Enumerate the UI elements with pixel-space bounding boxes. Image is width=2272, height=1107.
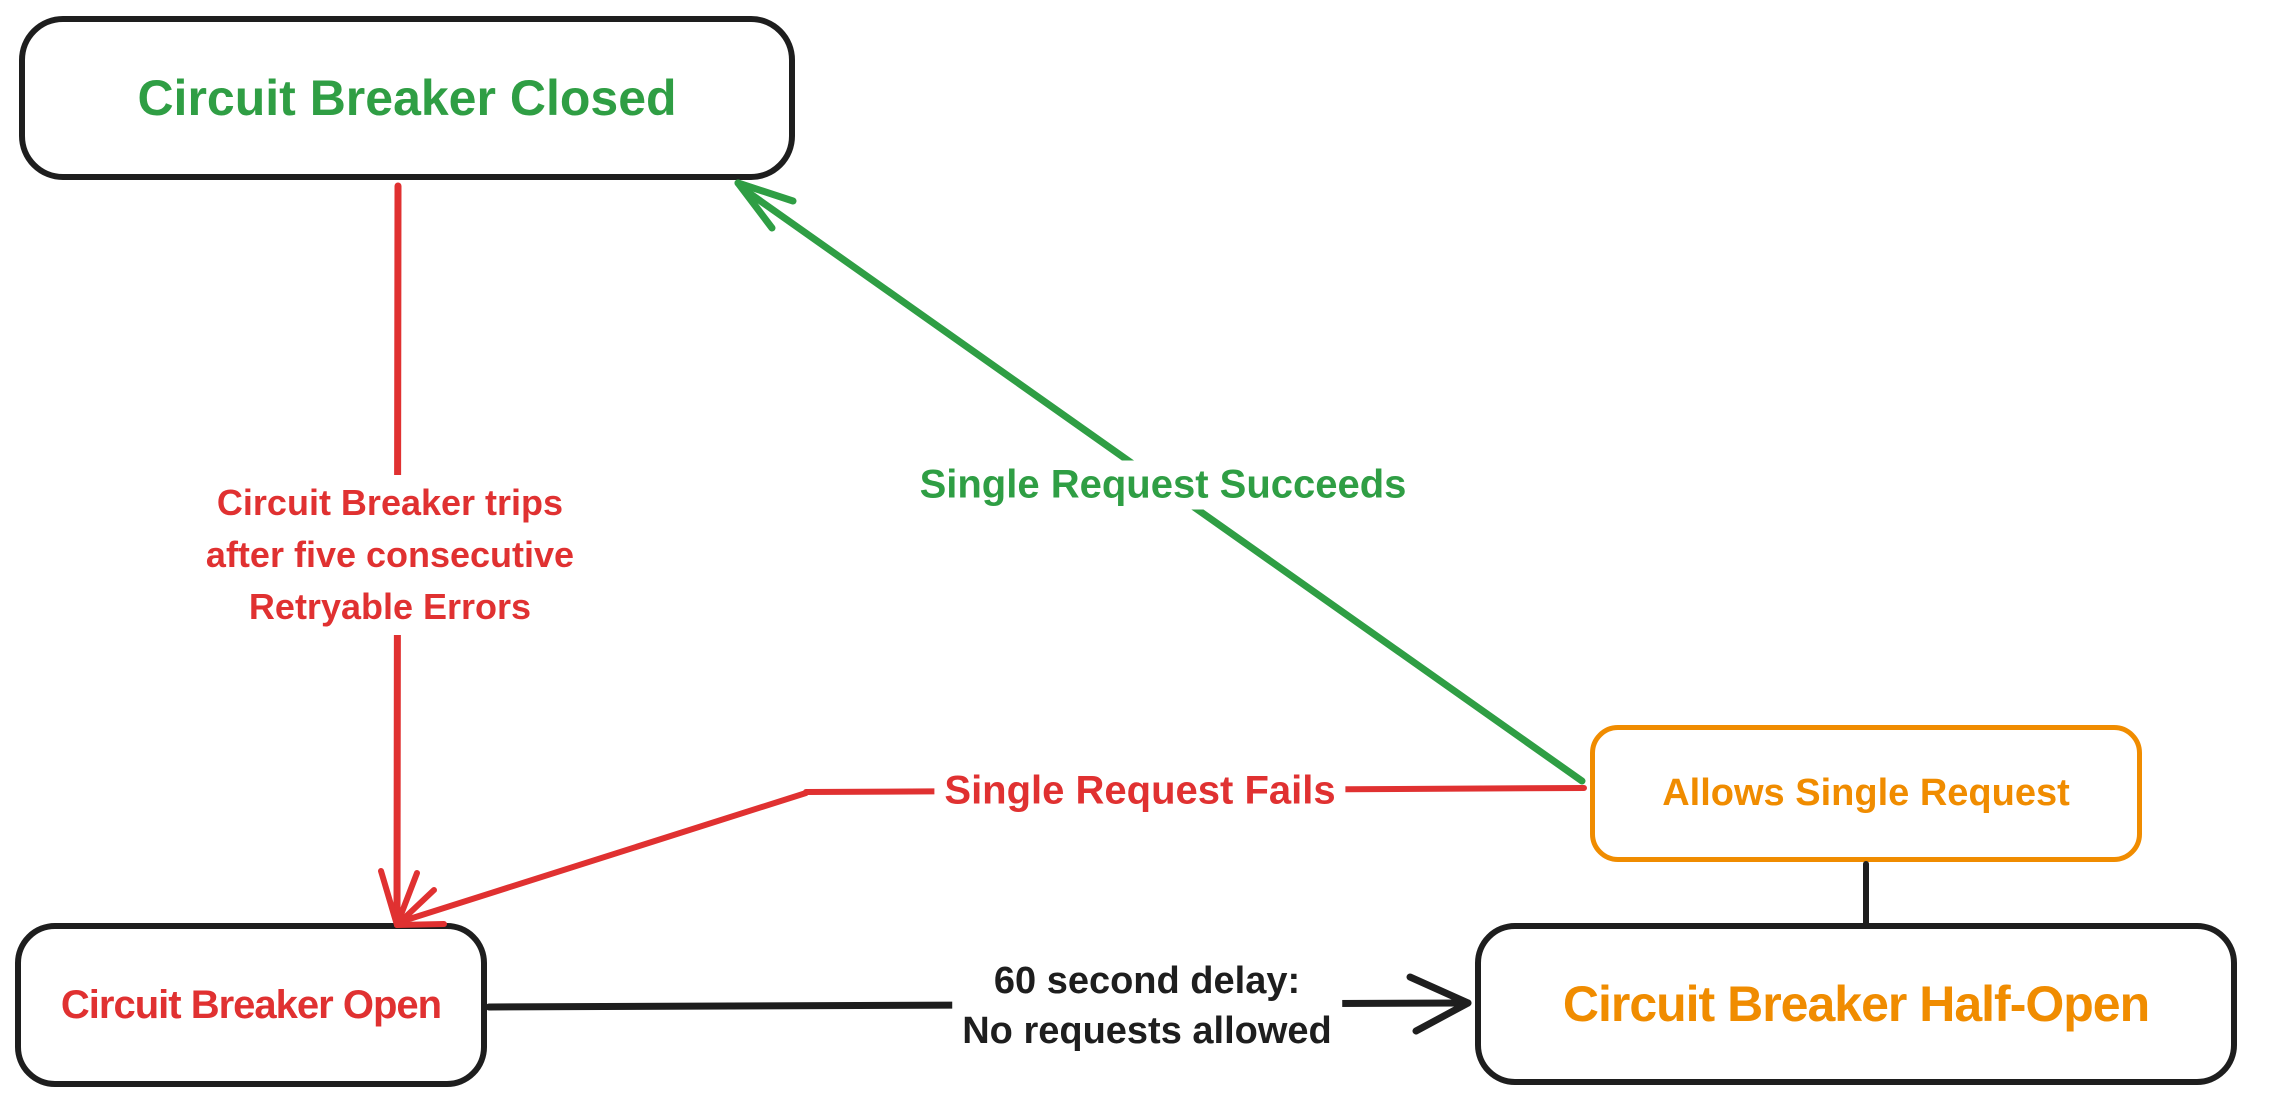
node-circuit-breaker-open: Circuit Breaker Open: [15, 923, 487, 1087]
node-label-closed: Circuit Breaker Closed: [137, 70, 677, 126]
node-allows-single-request: Allows Single Request: [1590, 725, 2142, 862]
edge-label-fails: Single Request Fails: [934, 766, 1346, 816]
node-label-allows-single-request: Allows Single Request: [1662, 772, 2070, 814]
succeeds-arrowhead: [734, 179, 797, 232]
edge-label-trips: Circuit Breaker trips after five consecu…: [195, 475, 585, 635]
delay-arrowhead: [1406, 973, 1472, 1035]
node-label-open: Circuit Breaker Open: [60, 982, 442, 1027]
edge-label-trips-line1: Circuit Breaker trips: [216, 482, 564, 523]
node-circuit-breaker-half-open: Circuit Breaker Half-Open: [1475, 923, 2237, 1085]
edge-label-delay-line1: 60 second delay:: [993, 960, 1301, 1002]
edge-label-trips-line2: after five consecutive: [205, 534, 575, 575]
edge-label-succeeds: Single Request Succeeds: [909, 460, 1417, 510]
edge-label-delay: 60 second delay: No requests allowed: [952, 954, 1342, 1058]
edge-label-trips-line3: Retryable Errors: [248, 586, 532, 627]
node-label-half-open: Circuit Breaker Half-Open: [1562, 976, 2150, 1032]
trips-arrowhead: [378, 868, 447, 928]
node-circuit-breaker-closed: Circuit Breaker Closed: [19, 16, 795, 180]
edge-label-delay-line2: No requests allowed: [962, 1010, 1332, 1052]
